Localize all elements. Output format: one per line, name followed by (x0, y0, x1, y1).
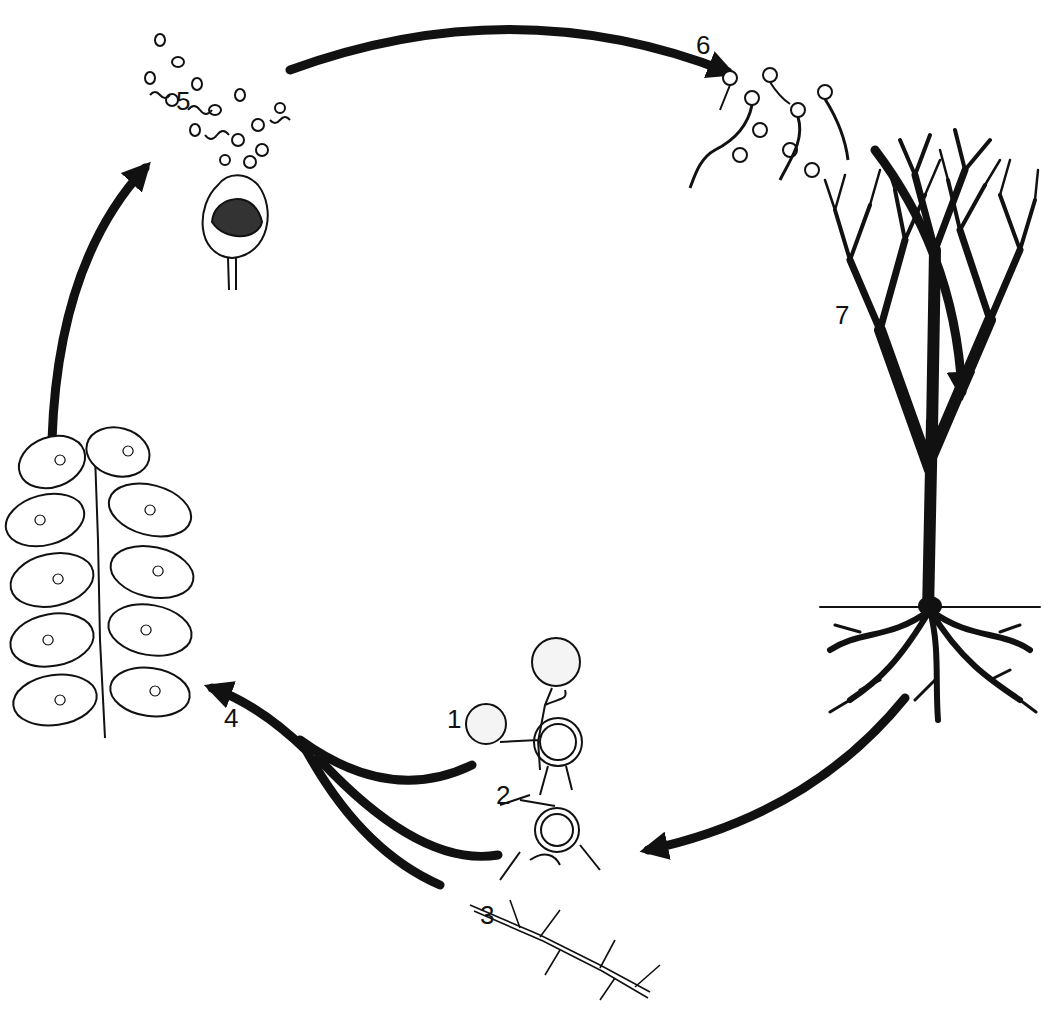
callout-number: 7 (835, 302, 849, 328)
oospores (500, 718, 600, 880)
sporangia (466, 638, 580, 770)
callout-number: 1 (447, 706, 461, 732)
callout-number: 4 (224, 705, 238, 731)
callout-number: 2 (496, 782, 510, 808)
sporangium-chain (0, 421, 198, 738)
mycelium (470, 900, 660, 1000)
callout-number: 6 (696, 32, 710, 58)
callout-number: 5 (176, 88, 190, 114)
cycle-arrows (52, 29, 962, 885)
host-tree (820, 130, 1040, 720)
germinating-cysts (690, 68, 848, 188)
callout-number: 3 (480, 902, 494, 928)
sporangium-releasing (145, 34, 290, 290)
